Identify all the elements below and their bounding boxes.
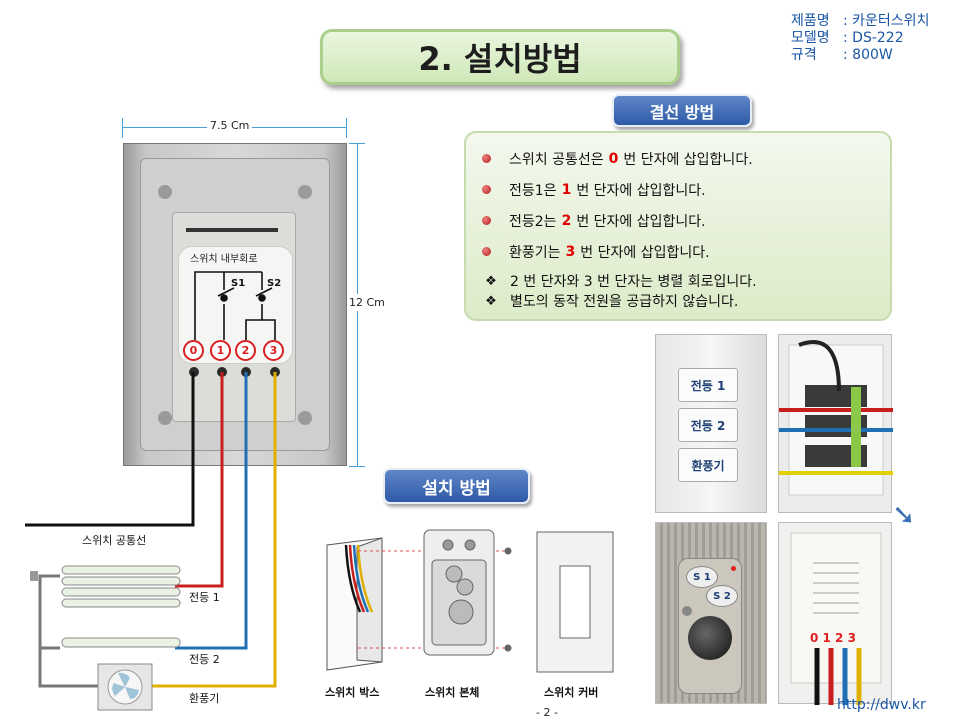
external-wires xyxy=(25,372,277,688)
dimension-tick xyxy=(349,466,365,467)
instruction-text: 전등1은 xyxy=(509,182,557,199)
info-key: 제품명 xyxy=(791,13,830,29)
page-number: - 2 - xyxy=(536,706,558,719)
wiring-instructions: 스위치 공통선은 0 번 단자에 삽입합니다. 전등1은 1 번 단자에 삽입합… xyxy=(464,131,892,321)
terminal-0: 0 xyxy=(183,340,204,361)
sensor-button-s2: S 2 xyxy=(706,585,738,607)
height-dimension: 12 Cm xyxy=(349,294,385,311)
info-key: 모델명 xyxy=(791,30,830,46)
wired-terminal-photo xyxy=(778,334,893,513)
dimension-tick xyxy=(122,118,123,138)
instruction-text: 전등2는 xyxy=(509,213,557,230)
diamond-bullet-icon: ❖ xyxy=(485,293,497,309)
switch-body-label: 스위치 본체 xyxy=(425,686,480,699)
motion-sensor-lens xyxy=(688,616,732,660)
info-value: : 800W xyxy=(843,47,893,63)
arrow-icon: ➘ xyxy=(892,498,916,531)
terminal-numbers: 0 1 2 3 xyxy=(810,631,856,645)
terminal-2: 2 xyxy=(235,340,256,361)
light2-key: 전등 2 xyxy=(678,408,738,442)
instruction-item: 전등2는 2 번 단자에 삽입합니다. xyxy=(482,205,874,236)
width-dimension: 7.5 Cm xyxy=(207,119,253,132)
product-info: 제품명 : 카운터스위치 모델명 : DS-222 규격 : 800W xyxy=(791,13,929,64)
sensor-button-s1: S 1 xyxy=(686,566,718,588)
instruction-text: 환풍기는 xyxy=(509,244,561,261)
switch-slot xyxy=(186,228,278,232)
bullet-icon xyxy=(482,216,491,225)
terminal-number: 2 xyxy=(561,212,572,229)
instruction-text: 번 단자에 삽입합니다. xyxy=(623,151,753,168)
page-title: 2. 설치방법 xyxy=(320,29,680,85)
instruction-item: 스위치 공통선은 0 번 단자에 삽입합니다. xyxy=(482,143,874,174)
fluorescent-lamps xyxy=(30,565,181,648)
fan-key: 환풍기 xyxy=(678,448,738,482)
terminal-number: 3 xyxy=(565,243,576,260)
instruction-item: 환풍기는 3 번 단자에 삽입합니다. xyxy=(482,236,874,267)
note-text: 2 번 단자와 3 번 단자는 병렬 회로입니다. xyxy=(510,274,757,290)
indicator-led xyxy=(731,566,736,571)
switch-s1-label: S1 xyxy=(231,278,246,289)
diamond-bullet-icon: ❖ xyxy=(485,273,497,289)
wired-terminal-drawing xyxy=(779,340,893,496)
switch-back-photo xyxy=(778,522,892,705)
switch-box-label: 스위치 박스 xyxy=(325,686,380,699)
install-method-heading: 설치 방법 xyxy=(383,468,530,504)
fan-wire-label: 환풍기 xyxy=(189,692,220,705)
instruction-text: 번 단자에 삽입합니다. xyxy=(576,182,706,199)
common-wire-label: 스위치 공통선 xyxy=(82,534,147,547)
bullet-icon xyxy=(482,247,491,256)
switch-back-drawing xyxy=(790,532,882,705)
switch-cover-label: 스위치 커버 xyxy=(544,686,599,699)
terminal-holes xyxy=(158,185,312,425)
light1-key: 전등 1 xyxy=(678,368,738,402)
switch-body-drawing xyxy=(423,529,512,656)
internal-circuit-lines xyxy=(194,271,276,340)
terminal-number: 0 xyxy=(608,150,619,167)
note-item: ❖ 별도의 동작 전원을 공급하지 않습니다. xyxy=(482,291,874,311)
note-text: 별도의 동작 전원을 공급하지 않습니다. xyxy=(510,294,739,310)
circuit-label: 스위치 내부회로 xyxy=(190,254,258,265)
screw-icon xyxy=(682,606,692,616)
info-key: 규격 xyxy=(791,47,817,63)
note-item: ❖ 2 번 단자와 3 번 단자는 병렬 회로입니다. xyxy=(482,271,874,291)
fan-illustration xyxy=(97,663,153,711)
bullet-icon xyxy=(482,185,491,194)
dimension-tick xyxy=(346,118,347,138)
wiring-method-heading: 결선 방법 xyxy=(612,94,752,127)
bullet-icon xyxy=(482,154,491,163)
neutral-line xyxy=(38,574,98,688)
website-link[interactable]: http://dwv.kr xyxy=(837,697,926,713)
light1-wire-label: 전등 1 xyxy=(189,591,220,604)
switch-cover-drawing xyxy=(536,531,614,673)
terminal-number: 1 xyxy=(561,181,572,198)
switch-box-drawing xyxy=(326,537,383,671)
terminal-1: 1 xyxy=(210,340,231,361)
instruction-text: 스위치 공통선은 xyxy=(509,151,604,168)
light2-wire-label: 전등 2 xyxy=(189,653,220,666)
info-value: : DS-222 xyxy=(843,30,904,46)
info-value: : 카운터스위치 xyxy=(843,13,930,29)
instruction-text: 번 단자에 삽입합니다. xyxy=(580,244,710,261)
dimension-tick xyxy=(349,143,365,144)
switch-s2-label: S2 xyxy=(267,278,282,289)
terminal-3: 3 xyxy=(263,340,284,361)
box-wires xyxy=(344,544,374,613)
instruction-text: 번 단자에 삽입합니다. xyxy=(576,213,706,230)
instruction-item: 전등1은 1 번 단자에 삽입합니다. xyxy=(482,174,874,205)
